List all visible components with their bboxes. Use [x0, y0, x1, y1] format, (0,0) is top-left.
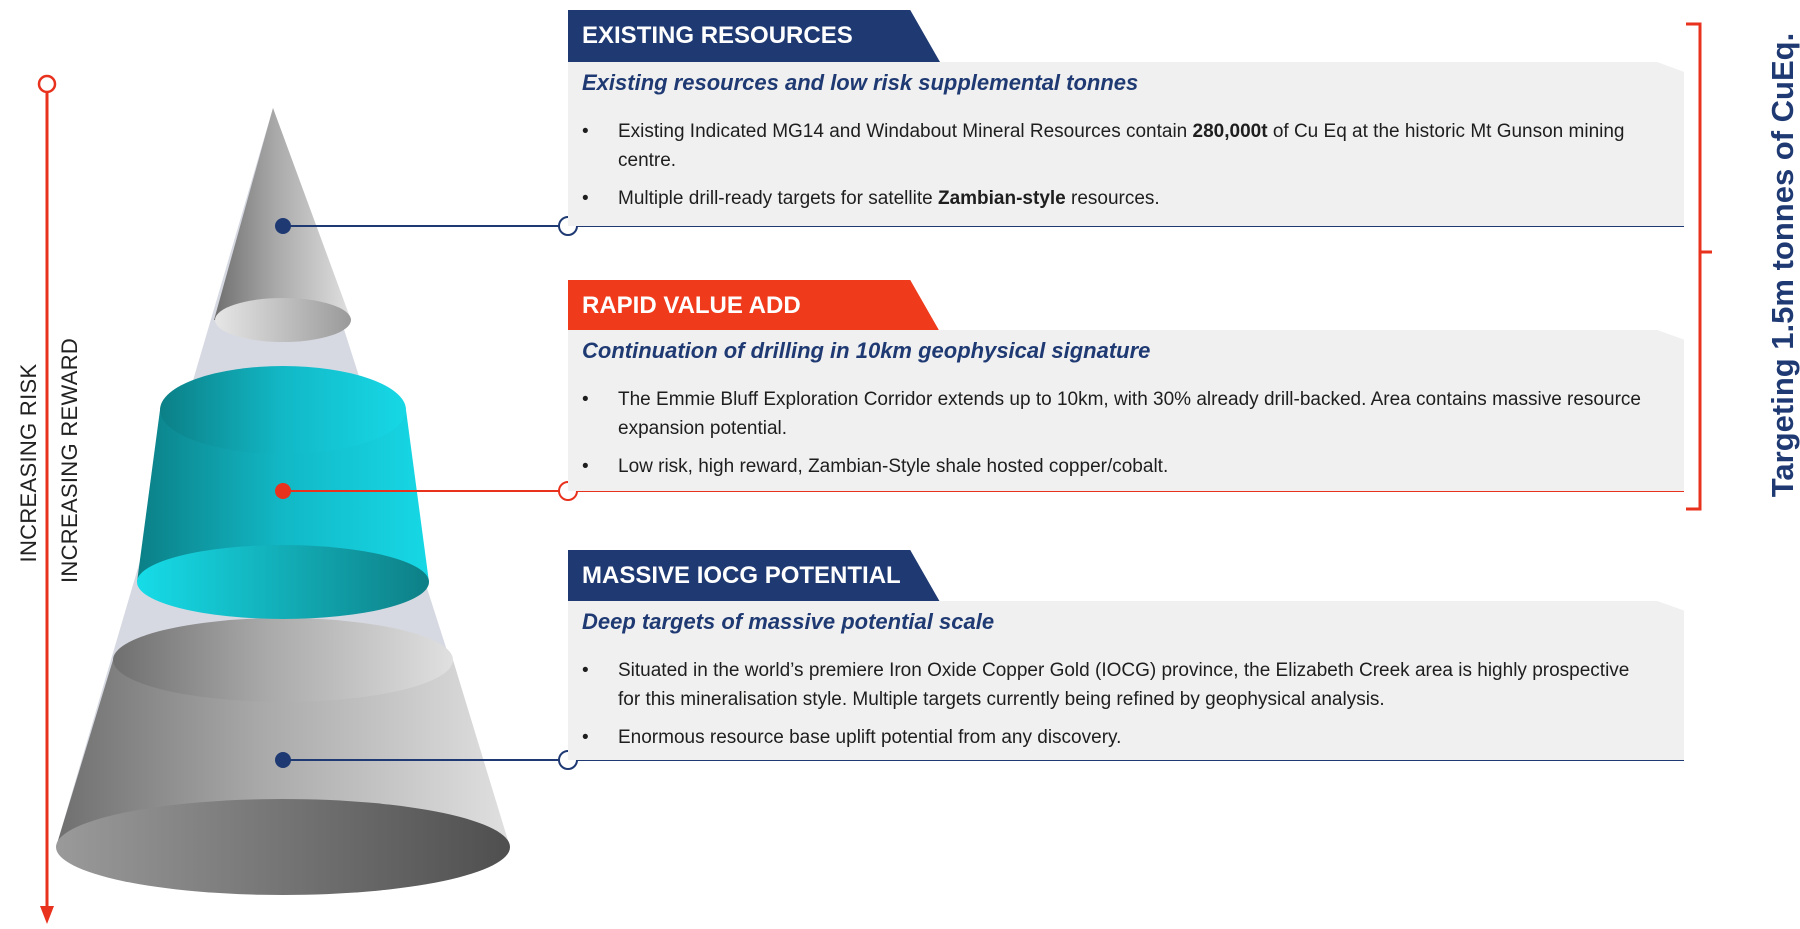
bullet-text-suffix: resources.	[1065, 188, 1160, 209]
bullet-dot: •	[582, 727, 589, 748]
increasing-risk-label: INCREASING RISK	[16, 363, 41, 563]
cone-top-section	[214, 108, 351, 320]
cone-base-ellipse	[56, 799, 510, 895]
subtitle-existing-resources: Existing resources and low risk suppleme…	[582, 70, 1139, 95]
bullet-text: Enormous resource base uplift potential …	[618, 727, 1122, 748]
bullet-text: Existing Indicated MG14 and Windabout Mi…	[618, 121, 1193, 142]
bullet-text: Multiple drill-ready targets for satelli…	[618, 188, 938, 209]
bullet-dot: •	[582, 660, 589, 681]
bullet-text-suffix: of Cu Eq at the historic Mt Gunson minin…	[618, 121, 1625, 171]
bullet-item: • The Emmie Bluff Exploration Corridor ex…	[582, 385, 1644, 443]
bullet-bold-text: 280,000t	[1192, 121, 1268, 142]
bullet-dot: •	[582, 456, 589, 477]
bullet-list-massive-iocg-potential: • Situated in the world’s premiere Iron O…	[582, 656, 1644, 760]
connector-dot-rapid	[275, 483, 291, 499]
cone-bottom-top-ellipse	[113, 618, 453, 702]
tab-rapid-value-add: RAPID VALUE ADD	[568, 280, 940, 332]
cone-middle-bottom-ellipse	[137, 545, 429, 619]
bullet-text: The Emmie Bluff Exploration Corridor ext…	[618, 389, 1641, 439]
connector-dot-iocg	[275, 752, 291, 768]
bullet-item: • Existing Indicated MG14 and Windabout M…	[582, 117, 1644, 175]
connector-dot-existing	[275, 218, 291, 234]
bullet-bold-text: Zambian-style	[937, 188, 1066, 209]
bullet-dot: •	[582, 389, 589, 410]
tab-massive-iocg-potential: MASSIVE IOCG POTENTIAL	[568, 550, 940, 602]
tab-existing-resources: EXISTING RESOURCES	[568, 10, 940, 62]
bullet-list-existing-resources: • Existing Indicated MG14 and Windabout M…	[582, 117, 1644, 222]
bullet-item: • Low risk, high reward, Zambian-Style sh…	[582, 452, 1644, 481]
panel-existing-resources: Existing resources and low risk suppleme…	[568, 62, 1684, 226]
bullet-text: Low risk, high reward, Zambian-Style sha…	[618, 456, 1169, 477]
subtitle-massive-iocg-potential: Deep targets of massive potential scale	[582, 609, 995, 634]
target-bracket	[1686, 22, 1712, 511]
target-tonnes-label: Targeting 1.5m tonnes of CuEq.	[1765, 32, 1800, 498]
bullet-list-rapid-value-add: • The Emmie Bluff Exploration Corridor ex…	[582, 385, 1644, 490]
increasing-reward-label: INCREASING REWARD	[57, 337, 82, 583]
risk-arrow-head	[40, 906, 54, 924]
bullet-text: Situated in the world’s premiere Iron Ox…	[618, 660, 1630, 710]
bullet-dot: •	[582, 121, 589, 142]
subtitle-rapid-value-add: Continuation of drilling in 10km geophys…	[582, 338, 1151, 363]
risk-arrow-start-circle	[37, 74, 57, 94]
bullet-item: • Enormous resource base uplift potential…	[582, 723, 1644, 752]
bullet-dot: •	[582, 188, 589, 209]
panel-massive-iocg-potential: Deep targets of massive potential scale …	[568, 601, 1684, 760]
panel-rapid-value-add: Continuation of drilling in 10km geophys…	[568, 330, 1684, 491]
bullet-item: • Situated in the world’s premiere Iron O…	[582, 656, 1644, 714]
cone-top-ellipse	[215, 298, 351, 342]
cone-middle-top-ellipse	[160, 366, 406, 454]
bullet-item: • Multiple drill-ready targets for satell…	[582, 184, 1644, 213]
